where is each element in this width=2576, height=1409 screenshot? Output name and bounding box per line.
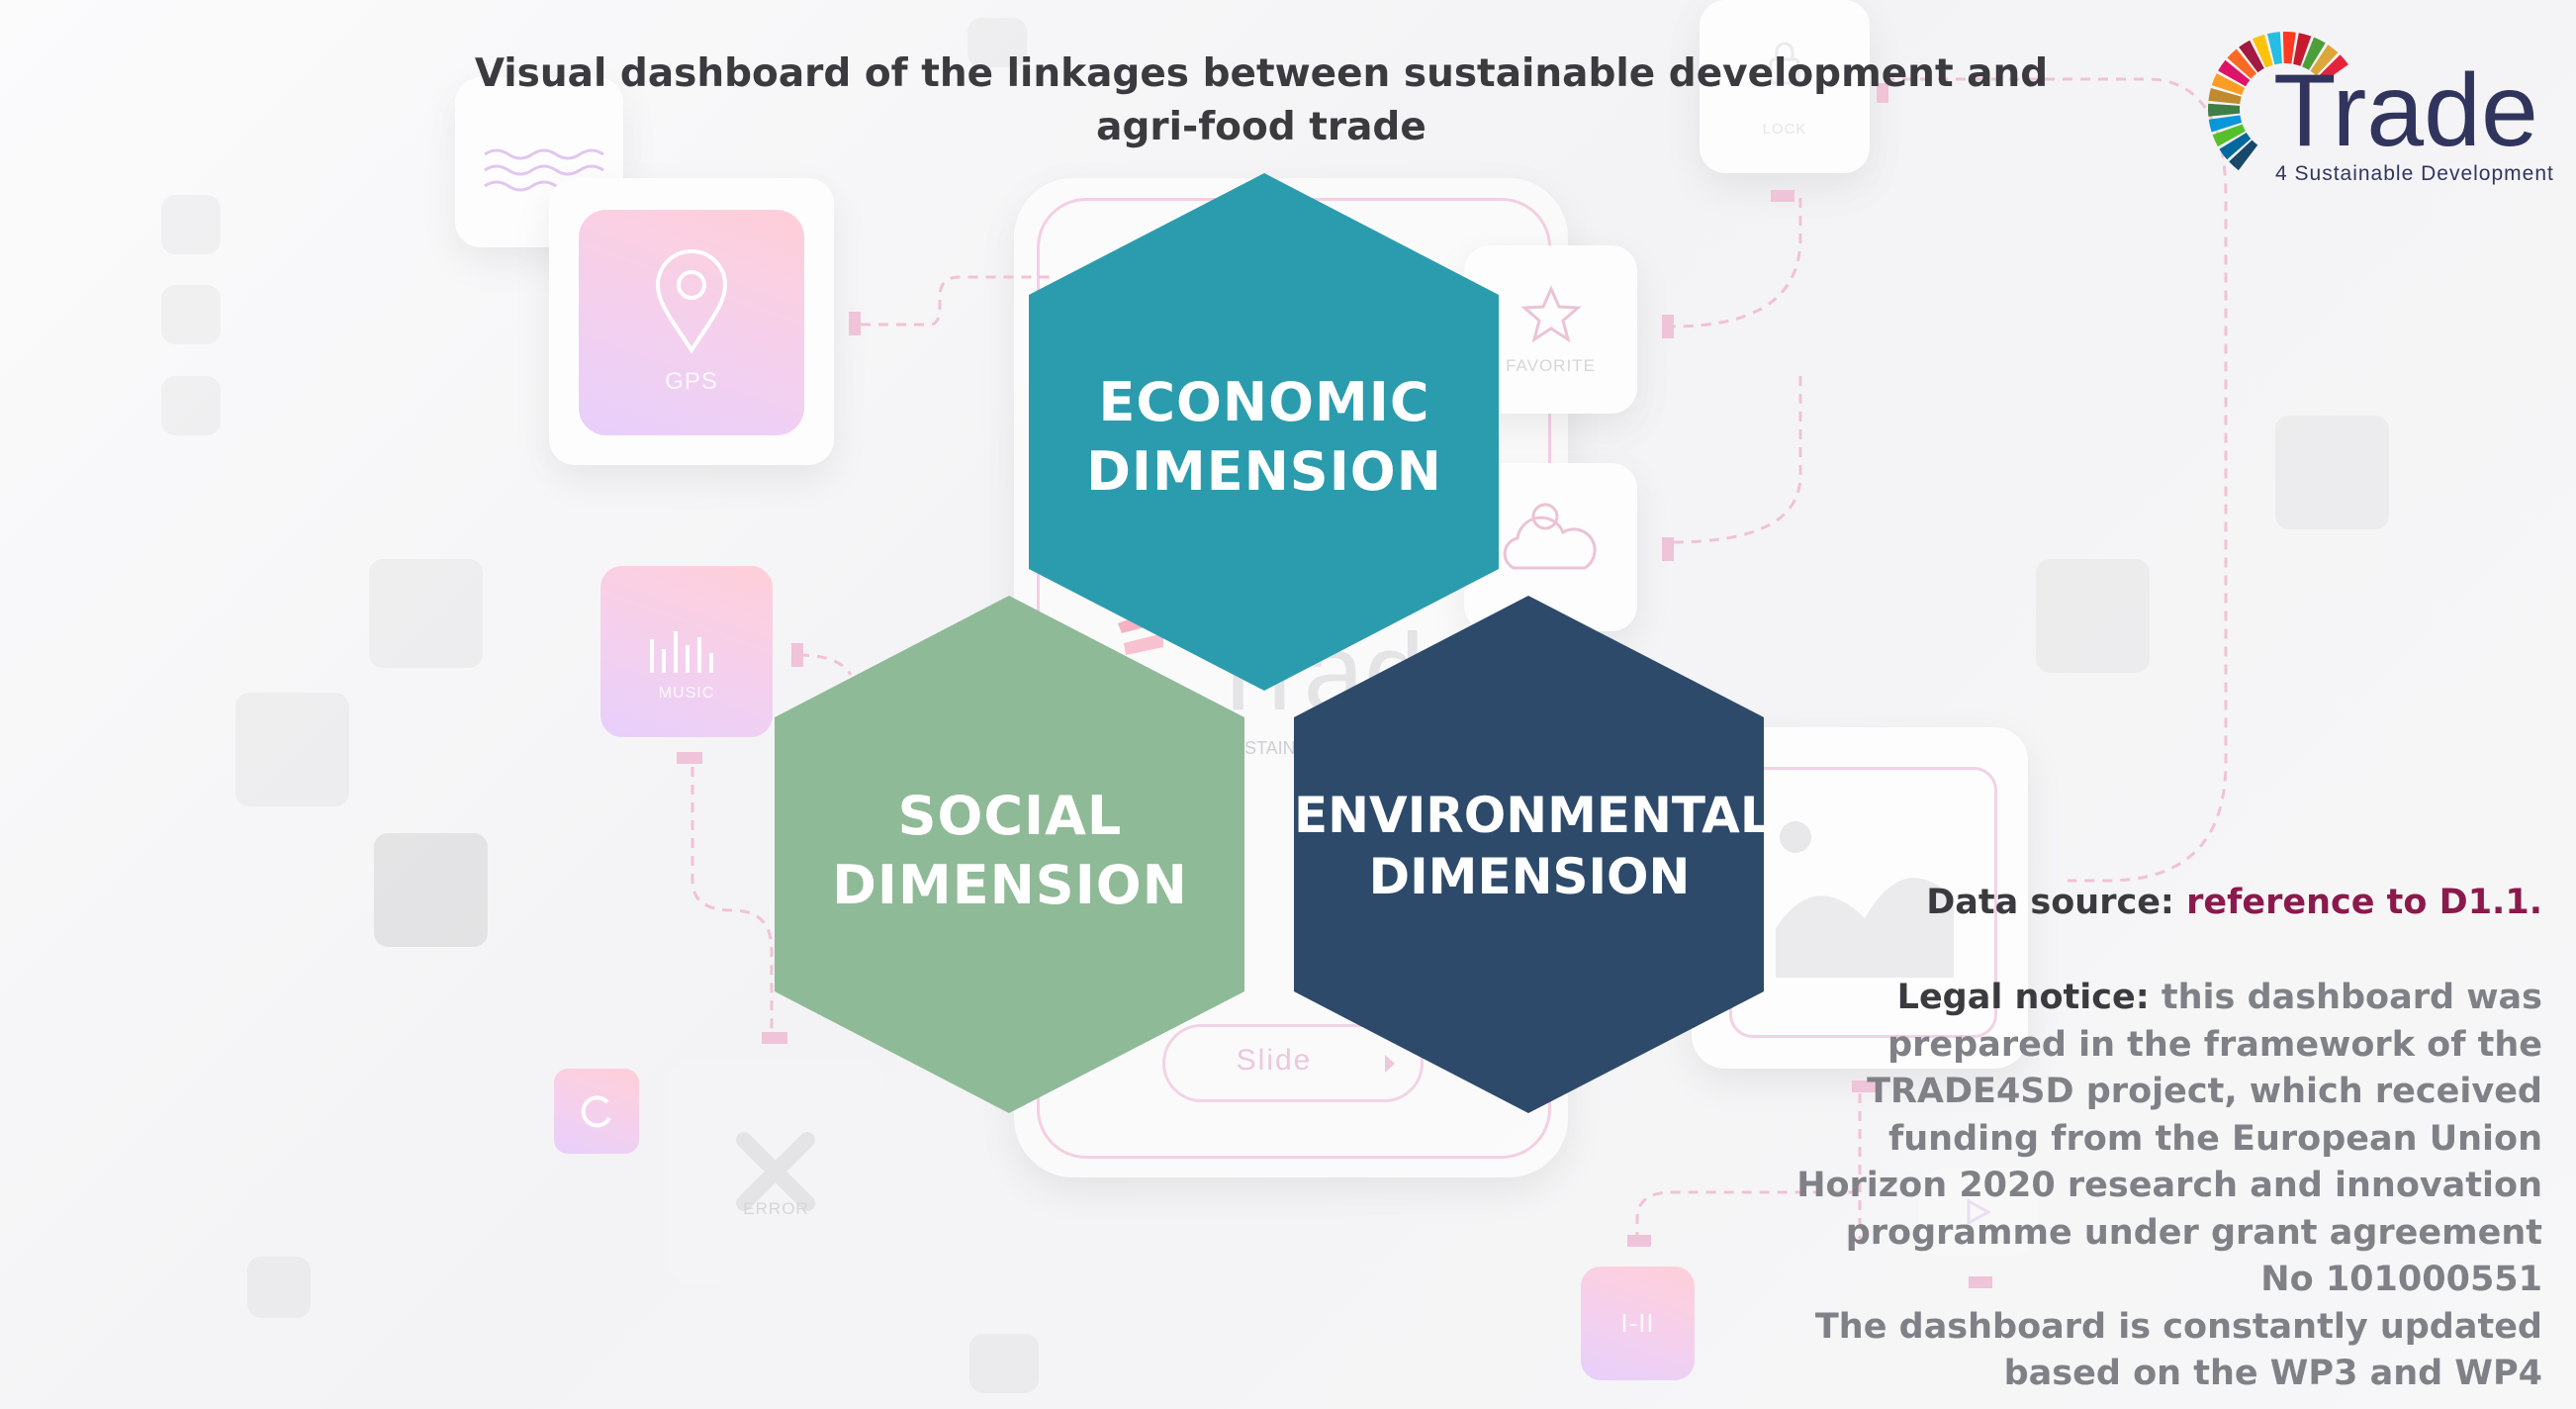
slide-label: Slide: [1236, 1044, 1313, 1077]
logo-ring-segment: [2252, 34, 2273, 68]
lock-tile: LOCK: [1700, 0, 1870, 173]
lock-icon: [1769, 42, 1800, 85]
pager-tile: I-II: [1581, 1267, 1695, 1380]
watermark-tagline: STAIN: [1244, 738, 1296, 758]
logo-ring-segment: [2302, 37, 2326, 70]
economic-label-line1: ECONOMIC: [1098, 371, 1430, 433]
economic-dimension-hexagon[interactable]: [1029, 173, 1499, 691]
legal-notice-update: The dashboard is constantly updated base…: [1814, 1306, 2542, 1394]
environmental-label-line2: DIMENSION: [1368, 848, 1691, 905]
logo-ring-segment: [2211, 73, 2246, 95]
favorite-label: FAVORITE: [1506, 356, 1596, 375]
slide-pill: Slide: [1162, 1024, 1424, 1102]
data-source-label: Data source:: [1926, 883, 2174, 922]
logo-ring-segment: [2227, 48, 2256, 79]
pager-label: I-II: [1620, 1308, 1655, 1338]
refresh-tile: [554, 1069, 639, 1154]
logo-ring-segment: [2212, 124, 2246, 147]
chevron-right-icon: [1385, 1055, 1395, 1073]
equalizer-icon: [650, 631, 713, 673]
environmental-dimension-label[interactable]: ENVIRONMENTAL DIMENSION: [1294, 785, 1772, 907]
error-label: ERROR: [743, 1199, 809, 1218]
logo-ring-segment: [2282, 32, 2296, 64]
logo-ring-segment: [2310, 45, 2339, 76]
social-dimension-hexagon[interactable]: [775, 596, 1244, 1113]
refresh-icon: [581, 1095, 611, 1128]
logo-ring-segment: [2239, 40, 2264, 73]
logo-ring-segment: [2229, 140, 2258, 171]
logo-ring-segment: [2208, 103, 2241, 117]
x-icon: [736, 1132, 815, 1211]
environmental-label-line1: ENVIRONMENTAL: [1294, 787, 1772, 844]
bg-square: [374, 833, 488, 947]
logo-tagline: 4 Sustainable Development: [2275, 162, 2554, 185]
social-dimension-label[interactable]: SOCIAL DIMENSION: [775, 782, 1245, 920]
social-label-line1: SOCIAL: [897, 785, 1123, 847]
logo-ring-segment: [2218, 59, 2251, 87]
play-tile: [1919, 1168, 2038, 1257]
logo-ring-segment: [2317, 54, 2348, 83]
gps-tile: GPS: [579, 210, 804, 435]
economic-label-line2: DIMENSION: [1086, 440, 1442, 503]
logo-ring-segment: [2293, 33, 2312, 66]
location-pin-icon: [655, 249, 728, 354]
logo-ring-segment: [2208, 115, 2243, 133]
error-tile: ERROR: [665, 1061, 887, 1283]
lock-label: LOCK: [1762, 121, 1807, 138]
play-icon: [1967, 1198, 1992, 1226]
cloud-sun-icon: [1503, 503, 1597, 570]
data-source-link[interactable]: reference to D1.1.: [2186, 883, 2542, 922]
data-source: Data source: reference to D1.1.: [1926, 879, 2542, 926]
environmental-dimension-hexagon[interactable]: [1294, 596, 1764, 1113]
legal-notice: Legal notice: this dashboard was prepare…: [1791, 975, 2542, 1398]
logo-ring-segment: [2208, 88, 2242, 105]
page-title: Visual dashboard of the linkages between…: [474, 51, 2049, 149]
trade4sd-logo: [2208, 32, 2348, 171]
music-tile: MUSIC: [600, 566, 773, 737]
star-icon: [1520, 285, 1582, 343]
legal-notice-text: this dashboard was prepared in the frame…: [1796, 978, 2542, 1299]
logo-ring-segment: [2266, 32, 2282, 65]
music-label: MUSIC: [658, 685, 715, 702]
economic-dimension-label[interactable]: ECONOMIC DIMENSION: [1029, 368, 1500, 507]
logo-wordmark: Trade: [2273, 53, 2538, 168]
gps-label: GPS: [665, 368, 718, 395]
legal-notice-label: Legal notice:: [1896, 978, 2150, 1017]
logo-ring-segment: [2219, 133, 2252, 160]
image-icon: [1776, 821, 1954, 978]
social-label-line2: DIMENSION: [832, 854, 1188, 916]
